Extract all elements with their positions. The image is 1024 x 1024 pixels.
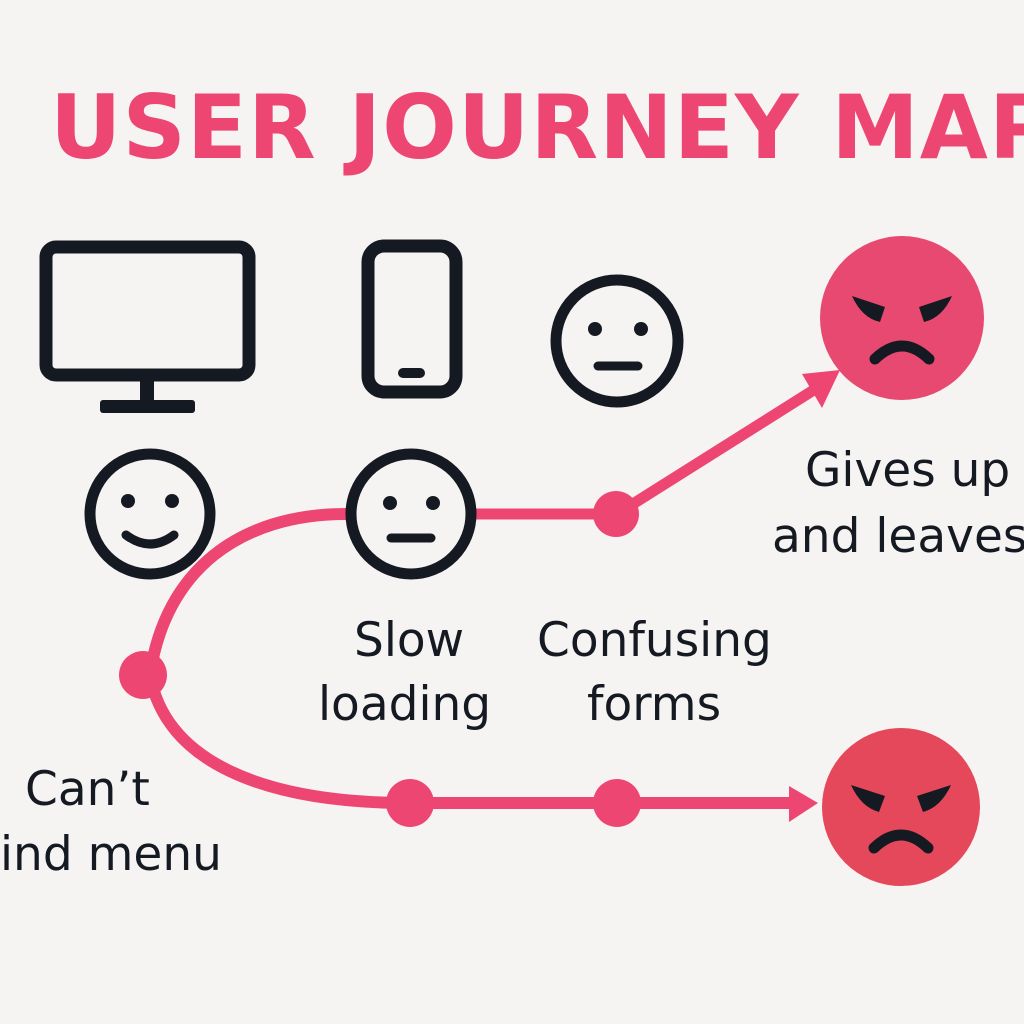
label-confusing-forms-line2: forms (587, 677, 721, 732)
journey-dot (593, 491, 639, 537)
neutral-face-icon (550, 274, 684, 408)
journey-dot (386, 779, 434, 827)
desktop-monitor-icon (39, 240, 256, 413)
happy-face-icon (84, 448, 216, 580)
mobile-phone-icon (361, 239, 463, 399)
arrow-bottom-head (789, 786, 818, 822)
journey-dot (119, 651, 167, 699)
arrow-up-head (802, 370, 840, 408)
label-slow-loading-line2: loading (318, 677, 491, 732)
label-gives-up-line1: Gives up (805, 443, 1010, 498)
label-slow-loading-line1: Slow (354, 613, 464, 668)
label-cant-find-menu-line1: Can’t (25, 762, 150, 817)
label-cant-find-menu-line2: ind menu (0, 827, 222, 882)
angry-face-icon (820, 236, 984, 400)
journey-dot (593, 779, 641, 827)
label-gives-up-line2: and leaves (772, 509, 1024, 564)
angry-face-icon (822, 728, 980, 886)
neutral-face-icon (345, 448, 477, 580)
page-title: USER JOURNEY MAP (50, 76, 1024, 179)
label-confusing-forms-line1: Confusing (537, 613, 772, 668)
